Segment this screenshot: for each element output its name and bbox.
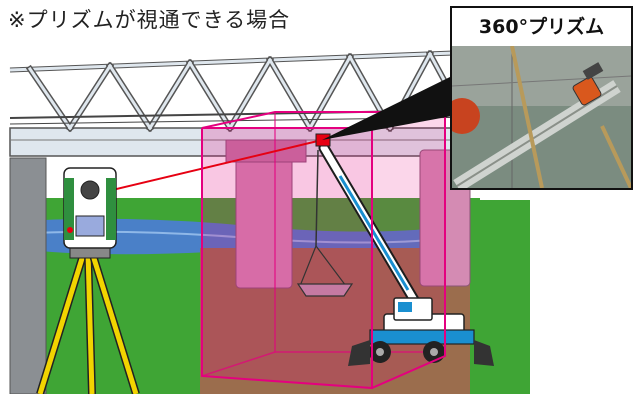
prism-red-ball xyxy=(452,98,480,134)
prism-icon xyxy=(315,133,331,147)
tripod-icon xyxy=(36,245,140,394)
callout-pointer xyxy=(322,76,452,140)
inset-label: 360°プリズム xyxy=(452,8,631,48)
total-station-icon xyxy=(63,167,117,249)
page-title: ※プリズムが視通できる場合 xyxy=(8,8,291,32)
laser-beam xyxy=(103,139,323,193)
prism-inset: 360°プリズム xyxy=(450,6,633,190)
prism-photo xyxy=(452,46,631,188)
